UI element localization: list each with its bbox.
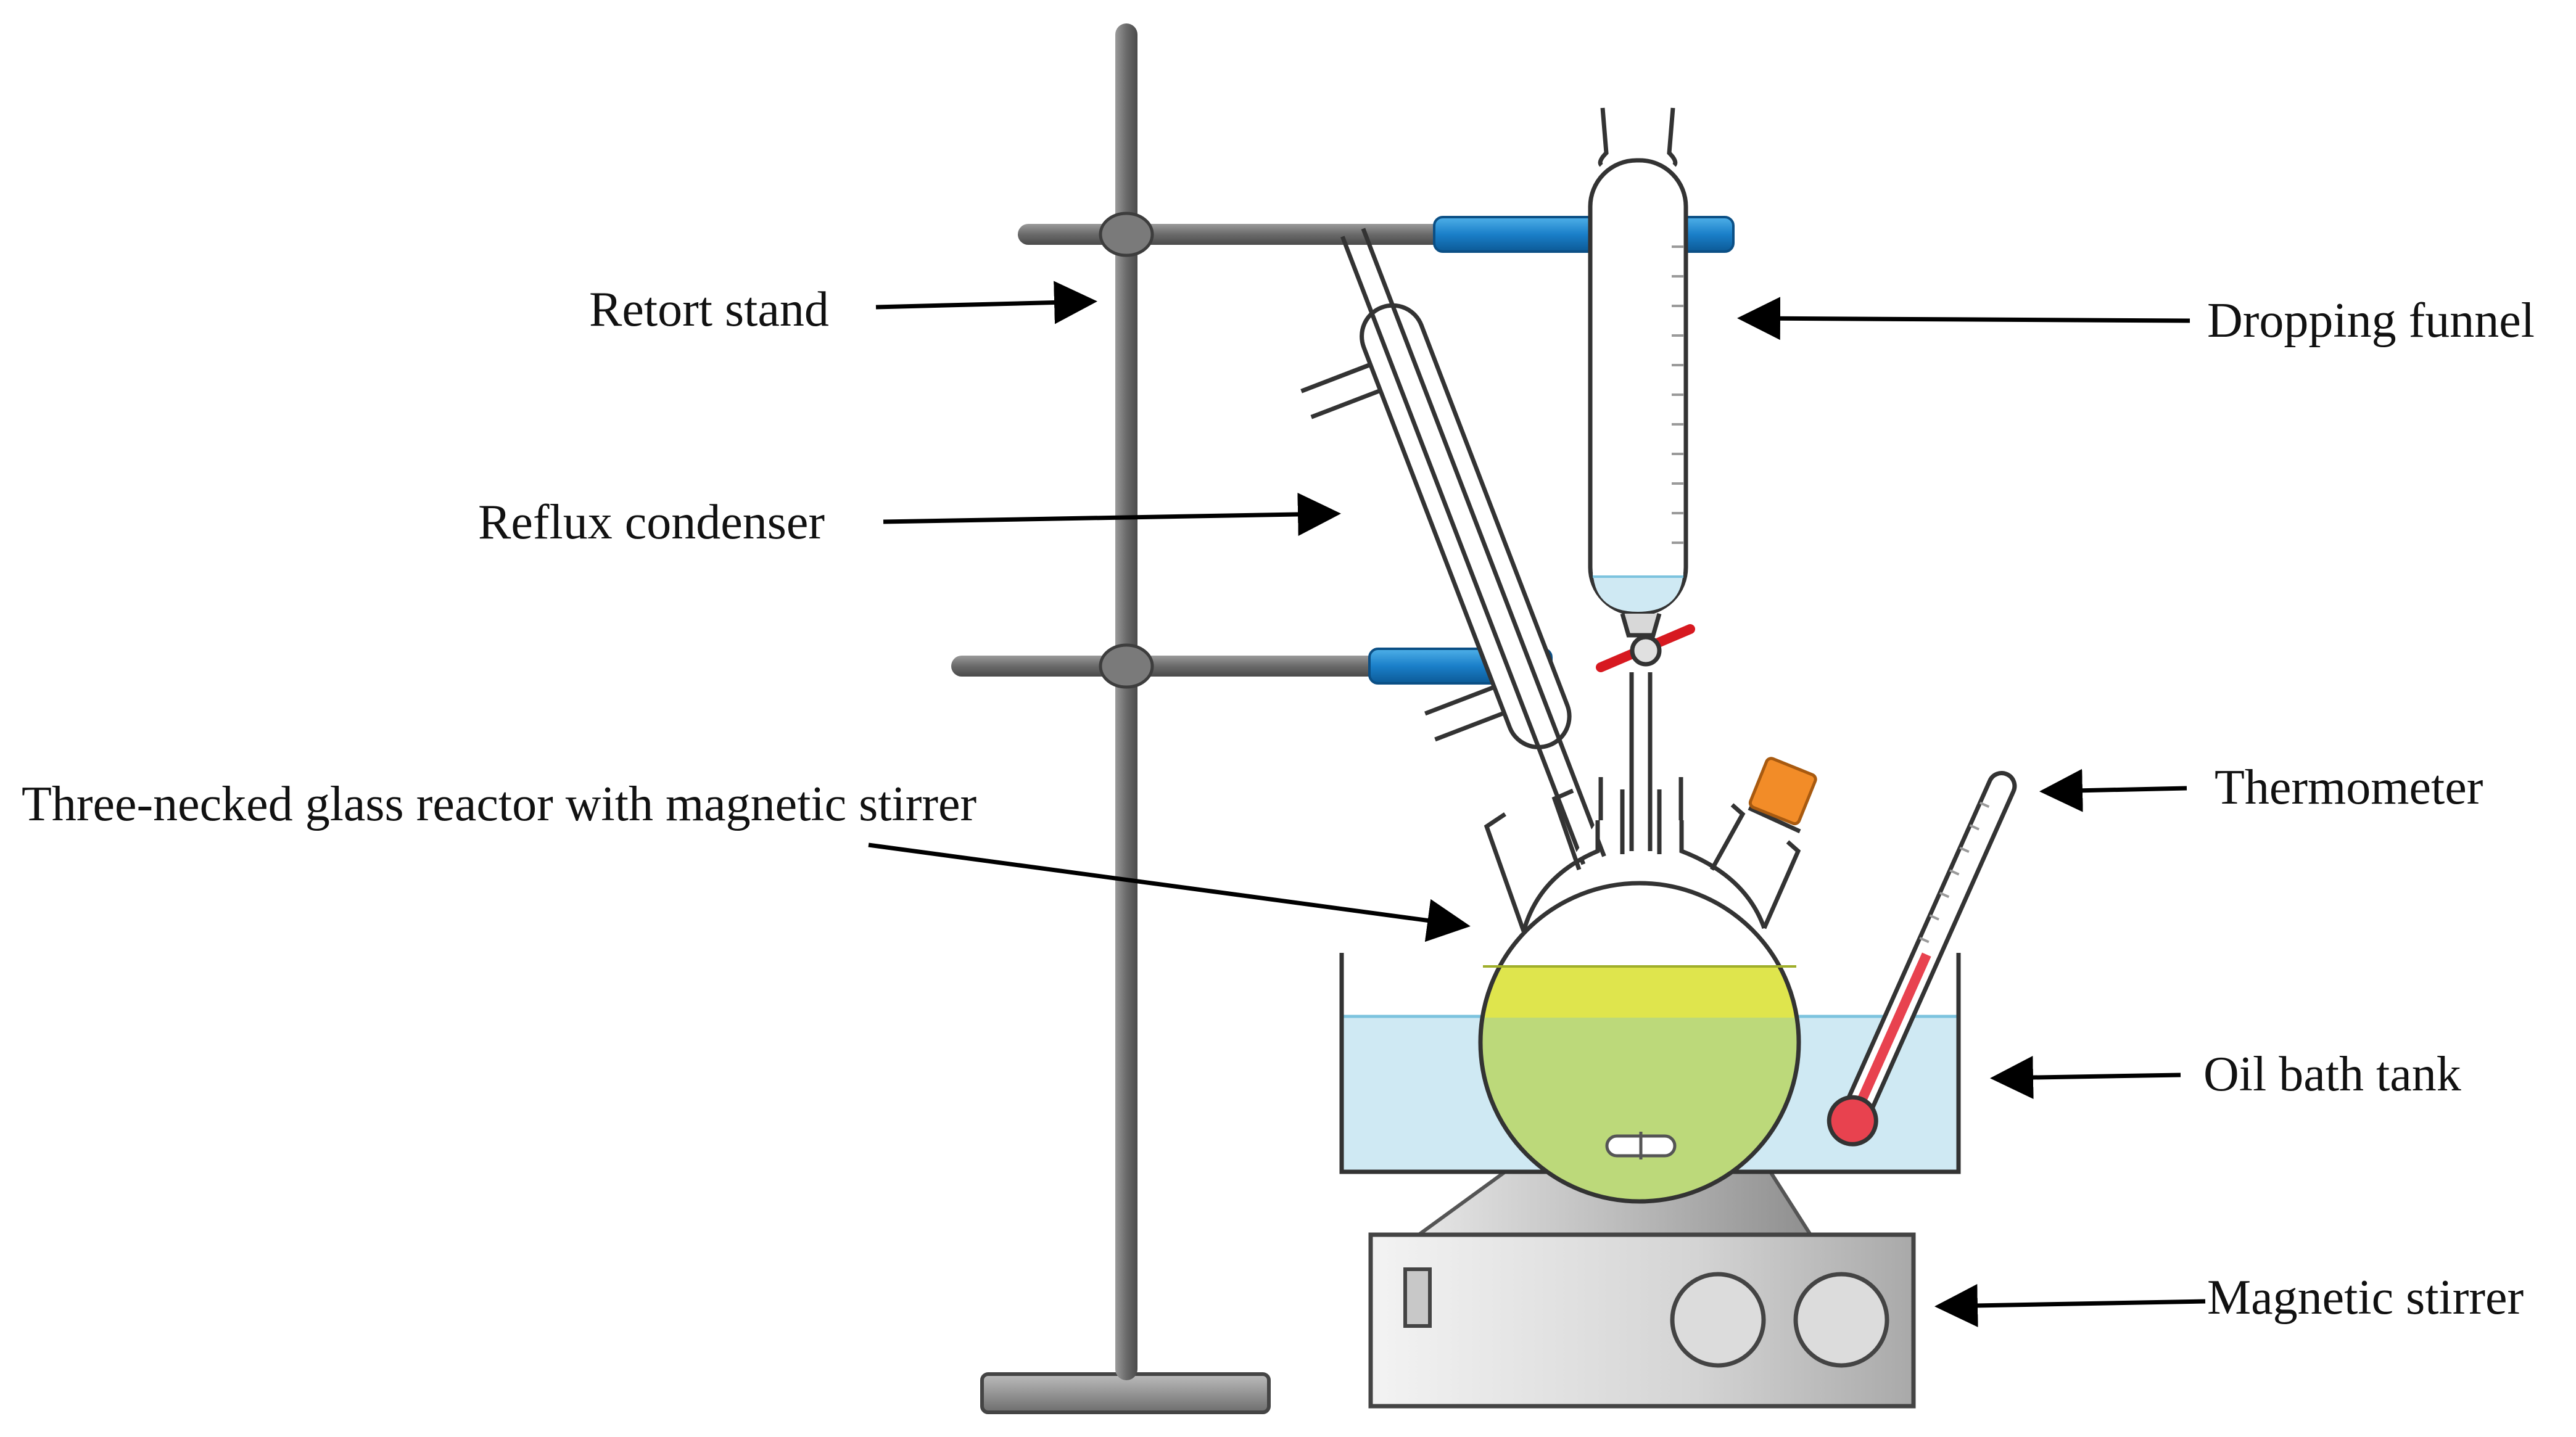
label-oil-bath: Oil bath tank [2203, 1047, 2461, 1101]
reactor-liquid-upper [1480, 965, 1799, 1018]
outlet-top [1300, 362, 1371, 393]
arrow-oil-bath [1990, 1056, 2181, 1100]
stopcock-key [1630, 635, 1662, 667]
temperature-knob [1793, 1272, 1889, 1368]
label-reactor: Three-necked glass reactor with magnetic… [22, 777, 976, 831]
retort-stand [951, 23, 1735, 1414]
thermometer [1827, 771, 2017, 1147]
label-magnetic-stirrer: Magnetic stirrer [2207, 1270, 2524, 1325]
magnetic-stirrer-unit [1368, 1170, 1916, 1409]
three-necked-reactor [1478, 757, 1817, 1204]
label-dropping-funnel: Dropping funnel [2207, 294, 2535, 348]
arrow-retort-stand [875, 281, 1097, 324]
lower-bosshead [1099, 643, 1154, 689]
outlet-bottom [1310, 388, 1382, 419]
reactor-shoulders [1521, 820, 1767, 932]
inlet-top [1424, 685, 1495, 716]
stand-rod [1115, 23, 1137, 1380]
thermometer-scale [1919, 801, 1990, 944]
thermometer-mercury [1852, 952, 1931, 1114]
reactor-bulb [1478, 881, 1801, 1204]
upper-clamp-rod [1018, 224, 1450, 245]
condenser-jacket [1360, 303, 1572, 749]
funnel-top-neck [1598, 107, 1678, 167]
upper-bosshead [1099, 212, 1154, 257]
thermometer-bulb [1827, 1095, 1878, 1147]
right-neck-rim [1748, 805, 1801, 834]
funnel-body [1588, 158, 1688, 616]
label-retort-stand: Retort stand [589, 282, 829, 337]
orange-stopper [1748, 757, 1817, 826]
funnel-graduations [1672, 245, 1684, 544]
arrow-reactor [868, 842, 1471, 942]
lower-clamp-rod [951, 656, 1383, 677]
right-neck [1709, 803, 1801, 929]
funnel-stopcock-housing [1620, 613, 1662, 638]
left-neck [1484, 788, 1582, 933]
dropping-funnel [1588, 107, 1695, 851]
arrow-dropping-funnel [1737, 297, 2190, 340]
funnel-liquid [1593, 567, 1683, 612]
arrow-magnetic-stirrer [1934, 1283, 2206, 1327]
label-reflux-condenser: Reflux condenser [478, 495, 825, 550]
arrow-thermometer [2039, 768, 2187, 812]
condenser-inner-tube-left [1340, 236, 1586, 865]
inlet-bottom [1434, 710, 1505, 742]
reflux-condenser [1300, 228, 1606, 865]
label-arrows [868, 281, 2206, 1327]
label-thermometer: Thermometer [2215, 760, 2483, 815]
upper-clamp-grip [1433, 216, 1735, 253]
power-switch [1403, 1267, 1432, 1328]
arrow-reflux-condenser [883, 493, 1341, 536]
condenser-inner-tube-right [1361, 228, 1606, 857]
speed-knob [1670, 1272, 1766, 1368]
